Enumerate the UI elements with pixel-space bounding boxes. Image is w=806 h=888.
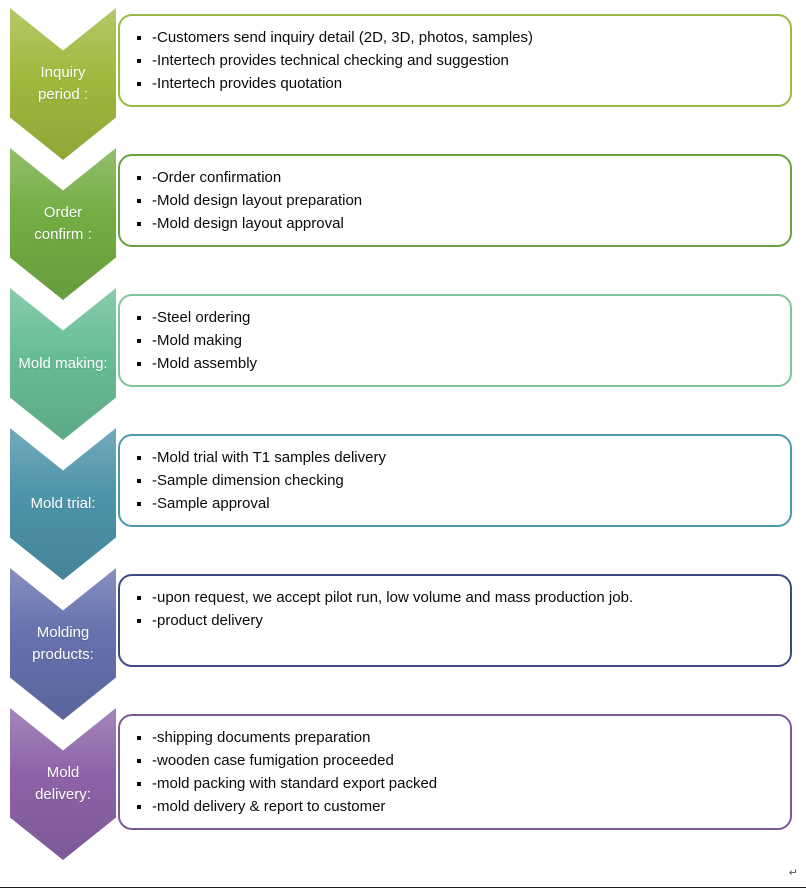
list-item: -Steel ordering: [152, 306, 778, 329]
list-item: -Intertech provides technical checking a…: [152, 49, 778, 72]
step-detail-box: -Mold trial with T1 samples delivery -Sa…: [118, 434, 792, 527]
list-item: -wooden case fumigation proceeded: [152, 749, 778, 772]
return-mark: ↵: [788, 867, 798, 879]
list-item: -Mold design layout preparation: [152, 189, 778, 212]
list-item: -Sample approval: [152, 492, 778, 515]
step-label: Molding products:: [32, 624, 94, 663]
list-item: -Mold design layout approval: [152, 212, 778, 235]
list-item: -Mold making: [152, 329, 778, 352]
list-item: -Order confirmation: [152, 166, 778, 189]
step-detail-list: -upon request, we accept pilot run, low …: [136, 586, 778, 632]
list-item: -Intertech provides quotation: [152, 72, 778, 95]
list-item: -Mold trial with T1 samples delivery: [152, 446, 778, 469]
step-detail-list: -Order confirmation -Mold design layout …: [136, 166, 778, 235]
step-detail-box: -shipping documents preparation -wooden …: [118, 714, 792, 830]
list-item: -mold packing with standard export packe…: [152, 772, 778, 795]
step-detail-list: -Mold trial with T1 samples delivery -Sa…: [136, 446, 778, 515]
step-label: Mold delivery:: [35, 764, 91, 803]
list-item: -shipping documents preparation: [152, 726, 778, 749]
step-detail-box: -Order confirmation -Mold design layout …: [118, 154, 792, 247]
process-step: Mold trial: -Mold trial with T1 samples …: [0, 428, 806, 580]
process-step: Mold making: -Steel ordering -Mold makin…: [0, 288, 806, 440]
list-item: -upon request, we accept pilot run, low …: [152, 586, 778, 609]
down-chevron-shape: Molding products:: [10, 568, 116, 720]
down-chevron-shape: Order confirm :: [10, 148, 116, 300]
down-chevron-shape: Mold making:: [10, 288, 116, 440]
step-label: Mold making:: [18, 355, 108, 373]
list-item: -product delivery: [152, 609, 778, 632]
step-detail-box: -upon request, we accept pilot run, low …: [118, 574, 792, 667]
process-step: Inquiry period : -Customers send inquiry…: [0, 8, 806, 160]
step-detail-list: -Steel ordering -Mold making -Mold assem…: [136, 306, 778, 375]
down-chevron-shape: Mold delivery:: [10, 708, 116, 860]
process-step: Order confirm : -Order confirmation -Mol…: [0, 148, 806, 300]
down-chevron-shape: Mold trial:: [10, 428, 116, 580]
process-step: Molding products: -upon request, we acce…: [0, 568, 806, 720]
list-item: -Customers send inquiry detail (2D, 3D, …: [152, 26, 778, 49]
step-label: Inquiry period :: [37, 64, 89, 103]
step-label: Order confirm :: [34, 204, 92, 243]
step-detail-list: -shipping documents preparation -wooden …: [136, 726, 778, 818]
step-label: Mold trial:: [30, 495, 96, 513]
process-step: Mold delivery: -shipping documents prepa…: [0, 708, 806, 860]
step-detail-list: -Customers send inquiry detail (2D, 3D, …: [136, 26, 778, 95]
list-item: -Mold assembly: [152, 352, 778, 375]
list-item: -Sample dimension checking: [152, 469, 778, 492]
list-item: -mold delivery & report to customer: [152, 795, 778, 818]
step-detail-box: -Customers send inquiry detail (2D, 3D, …: [118, 14, 792, 107]
step-detail-box: -Steel ordering -Mold making -Mold assem…: [118, 294, 792, 387]
down-chevron-shape: Inquiry period :: [10, 8, 116, 160]
